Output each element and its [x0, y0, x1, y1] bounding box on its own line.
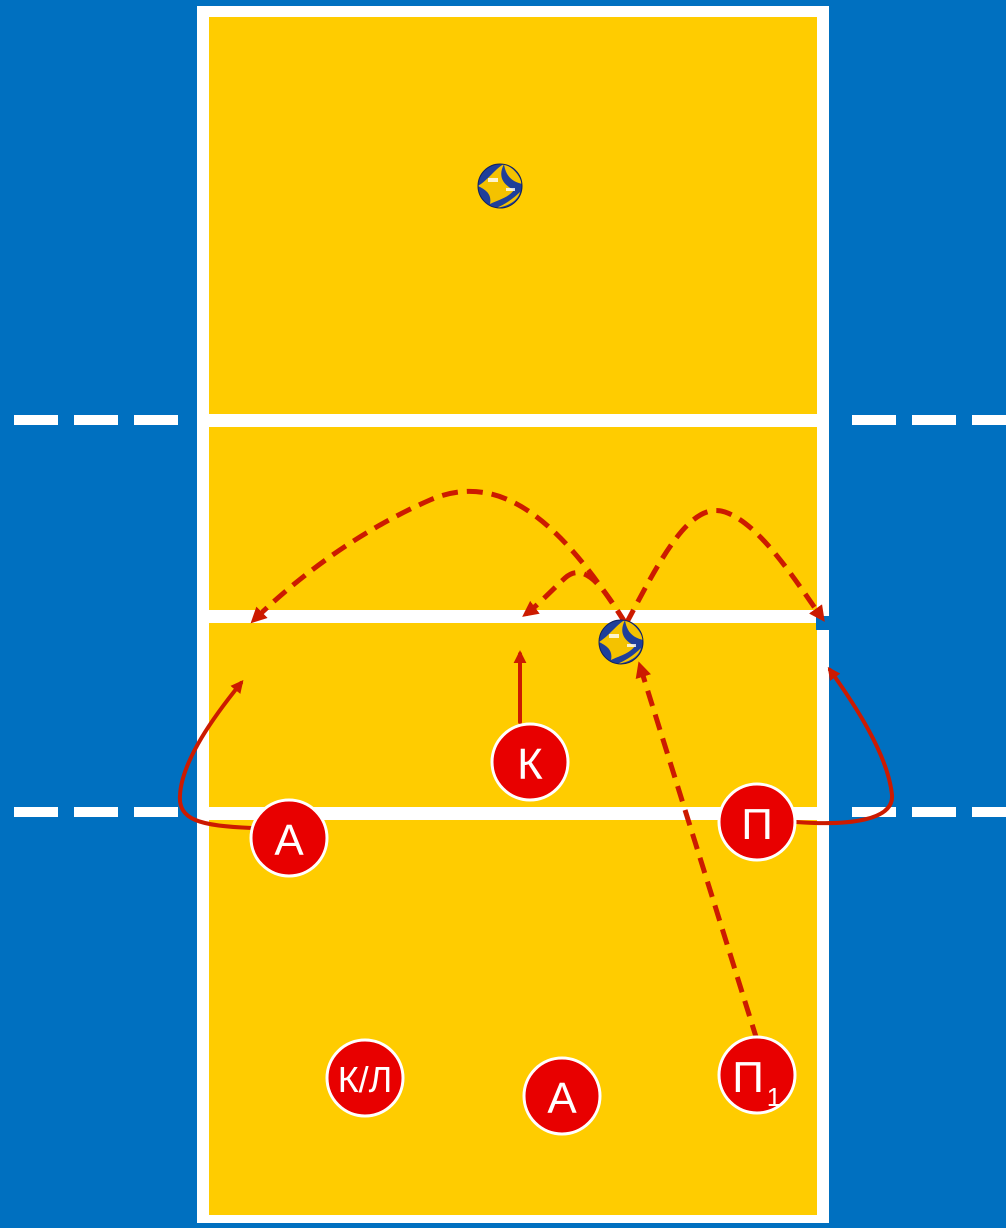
- player-label: А: [274, 816, 304, 865]
- player-attacker-back: А: [524, 1058, 600, 1134]
- player-setter: К: [492, 724, 568, 800]
- player-label: К/Л: [338, 1059, 393, 1100]
- opponent-front-zone: [209, 427, 817, 610]
- back-zone: [209, 820, 817, 1215]
- player-label: П: [732, 1053, 764, 1102]
- player-label: А: [547, 1074, 577, 1123]
- player-receiver-right: П: [719, 784, 795, 860]
- opponent-court: [209, 17, 817, 414]
- player-receiver-back: П 1: [719, 1037, 795, 1113]
- player-label: К: [517, 740, 543, 789]
- player-libero: К/Л: [327, 1040, 403, 1116]
- player-label-subscript: 1: [767, 1082, 781, 1112]
- player-label: П: [741, 800, 773, 849]
- antenna-gap: [816, 616, 829, 630]
- volleyball-icon: [478, 164, 522, 208]
- player-attacker-left: А: [251, 800, 327, 876]
- volleyball-icon: [599, 620, 643, 664]
